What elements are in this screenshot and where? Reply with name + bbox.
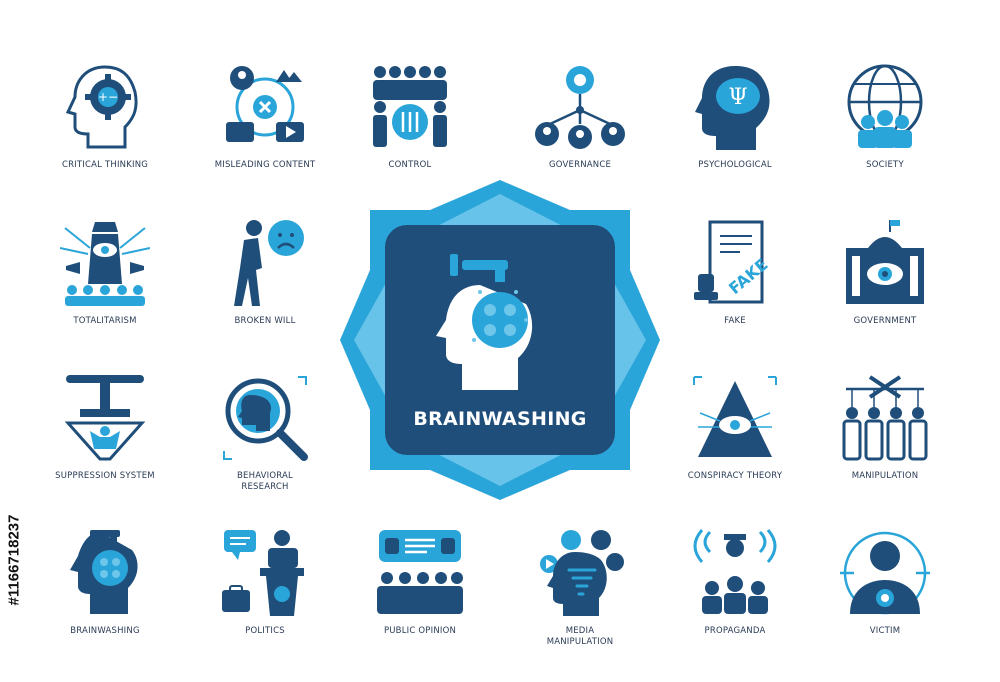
icon-broken-will: BROKEN WILL (190, 218, 340, 358)
icon-label: CONTROL (388, 160, 432, 170)
head-media-tornado-icon (540, 530, 624, 616)
icon-label: PROPAGANDA (704, 626, 766, 636)
head-gear-icon: +− (65, 65, 138, 149)
stock-id-text: #1166718237 (5, 514, 23, 606)
icon-misleading-content: MISLEADING CONTENT (190, 62, 340, 202)
stock-id: #1166718237 (4, 440, 24, 680)
governance-network-icon (535, 66, 625, 149)
icon-critical-thinking: +− CRITICAL THINKING (30, 62, 180, 202)
hero-title: BRAINWASHING (413, 408, 587, 430)
icon-label: CONSPIRACY THEORY (687, 471, 783, 481)
broadcast-people-icon (693, 529, 777, 614)
target-person-icon (840, 531, 930, 615)
icon-totalitarism: TOTALITARISM (30, 218, 180, 358)
svg-text:+−: +− (98, 90, 118, 104)
icon-victim: VICTIM (810, 528, 960, 668)
icon-politics: POLITICS (190, 528, 340, 668)
svg-text:Ψ: Ψ (728, 85, 747, 110)
icon-label: VICTIM (869, 626, 901, 636)
icon-media-manipulation: MEDIA MANIPULATION (505, 528, 655, 668)
icon-fake: FAKE FAKE (660, 218, 810, 358)
sad-person-icon (234, 220, 304, 306)
icon-suppression-system: SUPPRESSION SYSTEM (30, 373, 180, 513)
icon-society: SOCIETY (810, 62, 960, 202)
icon-label: MANIPULATION (851, 471, 919, 481)
podium-speaker-icon (222, 530, 304, 616)
icon-label: PUBLIC OPINION (383, 626, 457, 636)
fake-document-icon: FAKE (694, 220, 772, 304)
misleading-content-icon (226, 66, 304, 142)
icon-label: SOCIETY (866, 160, 904, 170)
hero-badge (340, 180, 660, 500)
icon-conspiracy-theory: CONSPIRACY THEORY (660, 373, 810, 513)
icon-label: GOVERNMENT (853, 316, 917, 326)
icon-label: FAKE (724, 316, 746, 326)
press-person-icon (64, 375, 146, 461)
icon-label: POLITICS (245, 626, 285, 636)
crowd-control-icon (373, 66, 447, 147)
icon-label: CRITICAL THINKING (61, 160, 149, 170)
icon-label: BEHAVIORAL RESEARCH (237, 471, 293, 492)
icon-manipulation: MANIPULATION (810, 373, 960, 513)
icon-government: GOVERNMENT (810, 218, 960, 358)
svg-text:FAKE: FAKE (725, 255, 772, 298)
icon-governance: GOVERNANCE (505, 62, 655, 202)
icon-label: MISLEADING CONTENT (214, 160, 316, 170)
icon-label: PSYCHOLOGICAL (698, 160, 772, 170)
audience-feedback-icon (377, 530, 463, 614)
tower-eye-icon (60, 222, 150, 306)
pyramid-eye-icon (693, 376, 777, 457)
head-psi-brain-icon: Ψ (695, 66, 770, 150)
icon-behavioral-research: BEHAVIORAL RESEARCH (190, 373, 340, 513)
icon-label: SUPPRESSION SYSTEM (55, 471, 155, 481)
icon-label: GOVERNANCE (548, 160, 612, 170)
faucet-head-brain-icon (436, 254, 533, 390)
icon-label: BRAINWASHING (70, 626, 140, 636)
icon-brainwashing: BRAINWASHING (30, 528, 180, 668)
government-eye-icon (846, 220, 924, 304)
globe-people-icon (847, 64, 923, 148)
icon-label: BROKEN WILL (234, 316, 296, 326)
icon-label: MEDIA MANIPULATION (546, 626, 614, 647)
puppet-people-icon (842, 375, 928, 461)
icon-control: CONTROL (335, 62, 485, 202)
icon-propaganda: PROPAGANDA (660, 528, 810, 668)
magnifier-puzzle-head-icon (223, 376, 308, 461)
icon-label: TOTALITARISM (73, 316, 137, 326)
icon-psychological: Ψ PSYCHOLOGICAL (660, 62, 810, 202)
icon-public-opinion: PUBLIC OPINION (345, 528, 495, 668)
faucet-head-icon (70, 530, 138, 614)
